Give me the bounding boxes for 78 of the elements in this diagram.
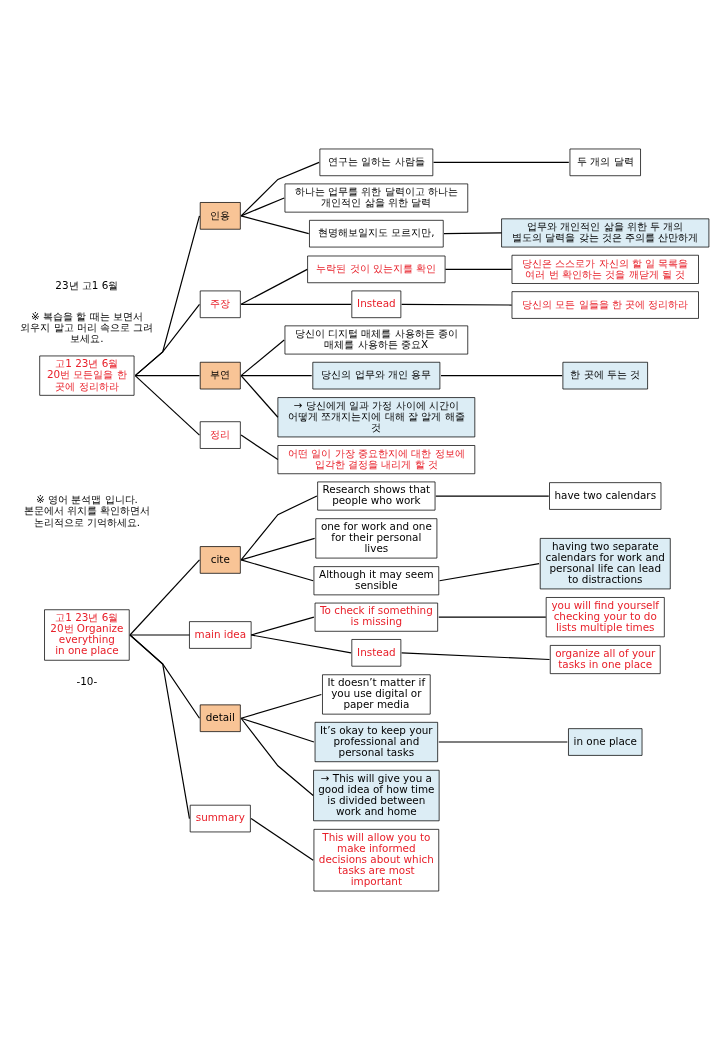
node-box: 누락된 것이 있는지를 확인 (307, 255, 446, 284)
connector (250, 817, 314, 861)
connector (240, 717, 315, 743)
connector (134, 303, 201, 377)
node-box: detail (199, 704, 241, 732)
node-box: organize all of your tasks in one place (549, 645, 661, 674)
node-box: 고1 23년 6월 20번 모든일을 한 곳에 정리하라 (39, 355, 135, 396)
node-box: 어떤 일이 가장 중요한지에 대한 정보에 입각한 결정을 내리게 할 것 (277, 445, 476, 475)
connector (401, 303, 513, 306)
node-box: To check if something is missing (314, 602, 439, 632)
node-box: 당신은 스스로가 자신의 할 일 목록을 여러 번 확인하는 것을 깨닫게 될 것 (511, 254, 699, 284)
connector (438, 616, 547, 618)
connector (129, 634, 191, 820)
node-box: 주장 (199, 290, 241, 319)
node-box: 업무와 개인적인 삶을 위한 두 개의 별도의 달력을 갖는 것은 주의를 산만하게 (501, 218, 710, 248)
connector (129, 634, 201, 719)
connector (240, 693, 322, 719)
node-box: Instead (351, 639, 402, 667)
node-box: 현명해보일지도 모르지만, (309, 219, 444, 248)
connector (443, 232, 503, 235)
connector (240, 197, 285, 217)
connector (240, 495, 318, 561)
connector (134, 215, 201, 377)
connector (134, 375, 201, 377)
connector (240, 434, 279, 461)
label: ※ 복습을 할 때는 보면서 외우지 말고 머리 속으로 그려 보세요. (20, 309, 154, 344)
connector (438, 563, 540, 582)
node-box: It’s okay to keep your professional and personal tasks (314, 721, 439, 763)
connector (250, 634, 352, 654)
node-box: 당신의 모든 일들을 한 곳에 정리하라 (511, 291, 699, 319)
connector (240, 559, 314, 582)
node-box: 당신이 디지털 매체를 사용하든 종이 매체를 사용하든 중요X (284, 325, 469, 355)
connector (134, 375, 201, 436)
node-box: summary (189, 804, 251, 833)
connector (435, 495, 550, 497)
connector (129, 634, 191, 636)
node-box: 부연 (199, 361, 241, 390)
node-box: one for work and one for their personal lives (315, 518, 438, 559)
connector (129, 559, 201, 636)
connector (440, 375, 563, 377)
connector (240, 537, 316, 561)
connector (240, 375, 313, 377)
node-box: 고1 23년 6월 20번 Organize everything in one place (44, 609, 130, 661)
connector (240, 161, 320, 217)
node-box: 당신의 업무와 개인 용무 (312, 361, 441, 390)
connector (401, 652, 551, 661)
node-box: Research shows that people who work (317, 481, 436, 511)
node-box: 연구는 일하는 사람들 (319, 148, 434, 177)
connector (444, 268, 513, 270)
node-box: 하나는 업무를 위한 달력이고 하나는 개인적인 삶을 위한 달력 (284, 183, 469, 213)
node-box: cite (199, 546, 241, 574)
label: ※ 영어 분석맵 입니다. 본문에서 위치를 확인하면서 논리적으로 기억하세요. (23, 493, 151, 528)
node-box: 인용 (199, 202, 241, 230)
connector (432, 161, 570, 163)
label: -10- (76, 674, 98, 687)
node-box: 한 곳에 두는 것 (562, 361, 648, 390)
connector (250, 616, 315, 636)
node-box: Although it may seem sensible (313, 566, 440, 596)
node-box: 두 개의 달력 (569, 148, 641, 177)
node-box: you will find yourself checking your to do lists multiple times (545, 597, 665, 638)
node-box: Instead (351, 290, 402, 319)
connector (240, 717, 314, 797)
connector (240, 215, 310, 235)
node-box: It doesn’t matter if you use digital or paper media (322, 674, 431, 715)
node-box: main idea (189, 621, 252, 649)
node-box: This will allow you to make informed decisions about which tasks are most important (313, 828, 440, 892)
node-box: have two calendars (549, 482, 662, 510)
node-box: having two separate calendars for work and personal life can lead to distractions (539, 538, 671, 590)
connector (240, 339, 285, 377)
node-box: in one place (568, 728, 643, 756)
connector (438, 741, 568, 743)
node-box: → 당신에게 일과 가정 사이에 시간이 어떻게 쪼개지는지에 대해 잘 알게 해줄 것 (277, 397, 476, 438)
node-box: → This will give you a good idea of how time is divided between work and home (313, 769, 440, 822)
connector (240, 303, 352, 305)
node-box: 정리 (199, 421, 241, 449)
connector (240, 268, 308, 305)
label: 23년 고1 6월 (55, 279, 119, 292)
connector (240, 375, 279, 418)
